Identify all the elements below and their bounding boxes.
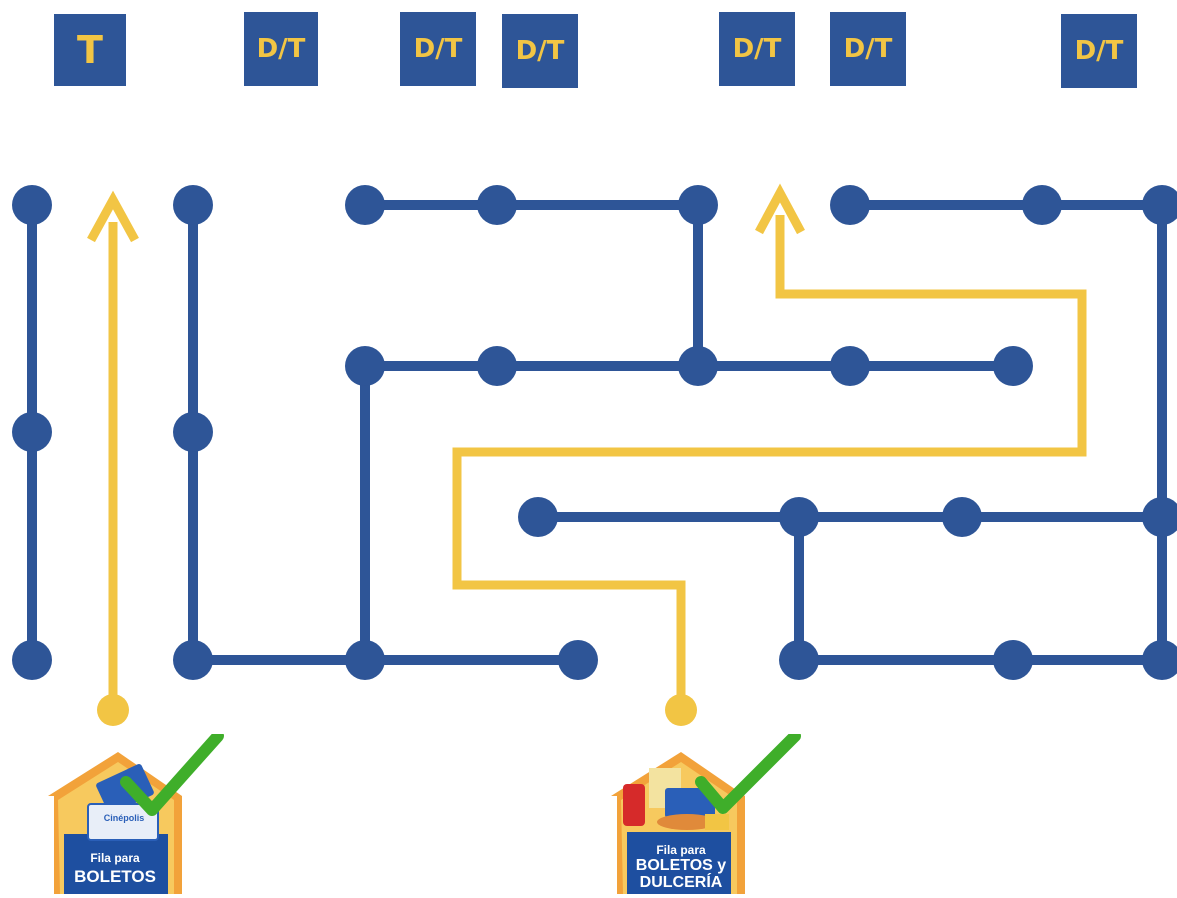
house-sign-graphic bbox=[611, 730, 801, 894]
stanchion-post bbox=[779, 497, 819, 537]
stanchion-post bbox=[830, 346, 870, 386]
sign-line2: BOLETOS bbox=[74, 867, 156, 886]
stanchion-post bbox=[173, 412, 213, 452]
stanchion-post bbox=[779, 640, 819, 680]
stanchion-post bbox=[477, 346, 517, 386]
stanchion-posts bbox=[12, 185, 1177, 680]
arrow-head bbox=[87, 190, 139, 243]
header-box-dt: D/T bbox=[1061, 14, 1137, 88]
concessions-queue-sign: Fila para BOLETOS y DULCERÍA bbox=[605, 730, 805, 894]
sign-line2: BOLETOS y bbox=[635, 857, 727, 874]
stanchion-post bbox=[173, 640, 213, 680]
path-start-dot bbox=[665, 694, 697, 726]
queue-path-tickets bbox=[87, 190, 139, 726]
stanchion-post bbox=[993, 640, 1033, 680]
header-box-dt: D/T bbox=[502, 14, 578, 88]
check-icon bbox=[120, 730, 224, 816]
header-box-label: D/T bbox=[732, 34, 782, 64]
header-box-label: D/T bbox=[843, 34, 893, 64]
stanchion-post bbox=[942, 497, 982, 537]
header-box-dt: D/T bbox=[830, 12, 906, 86]
stanchion-post bbox=[1142, 185, 1177, 225]
header-box-label: D/T bbox=[413, 34, 463, 64]
stanchion-post bbox=[518, 497, 558, 537]
stanchion-post bbox=[993, 346, 1033, 386]
stanchion-post bbox=[345, 185, 385, 225]
sign-line3: DULCERÍA bbox=[639, 874, 723, 891]
stanchion-post bbox=[678, 346, 718, 386]
path-line bbox=[452, 215, 1087, 708]
stanchion-post bbox=[12, 412, 52, 452]
arrow-head bbox=[755, 183, 805, 235]
sign-line1: Fila para bbox=[90, 851, 140, 865]
header-box-label: D/T bbox=[256, 34, 306, 64]
header-box-label: D/T bbox=[1074, 36, 1124, 66]
header-box-label: T bbox=[77, 28, 103, 72]
stanchion-post bbox=[12, 640, 52, 680]
stanchion-post bbox=[345, 640, 385, 680]
house-sign-graphic bbox=[48, 730, 224, 894]
stanchion-post bbox=[345, 346, 385, 386]
header-box-dt: D/T bbox=[244, 12, 318, 86]
stanchion-post bbox=[558, 640, 598, 680]
check-icon bbox=[695, 730, 801, 814]
sign-line1: Fila para bbox=[656, 843, 706, 857]
header-box-t: T bbox=[54, 14, 126, 86]
header-box-dt: D/T bbox=[719, 12, 795, 86]
queue-path-concessions bbox=[452, 183, 1087, 726]
stanchion-post bbox=[173, 185, 213, 225]
sign-brand: Cinépolis bbox=[103, 813, 145, 823]
stanchion-post bbox=[1142, 497, 1177, 537]
tickets-queue-sign: Cinépolis Fila para BOLETOS bbox=[40, 730, 230, 894]
path-start-dot bbox=[97, 694, 129, 726]
stanchion-post bbox=[1022, 185, 1062, 225]
stanchion-post bbox=[678, 185, 718, 225]
header-box-label: D/T bbox=[515, 36, 565, 66]
header-box-dt: D/T bbox=[400, 12, 476, 86]
stanchion-post bbox=[1142, 640, 1177, 680]
stanchion-post bbox=[830, 185, 870, 225]
stanchion-post bbox=[12, 185, 52, 225]
stanchion-post bbox=[477, 185, 517, 225]
